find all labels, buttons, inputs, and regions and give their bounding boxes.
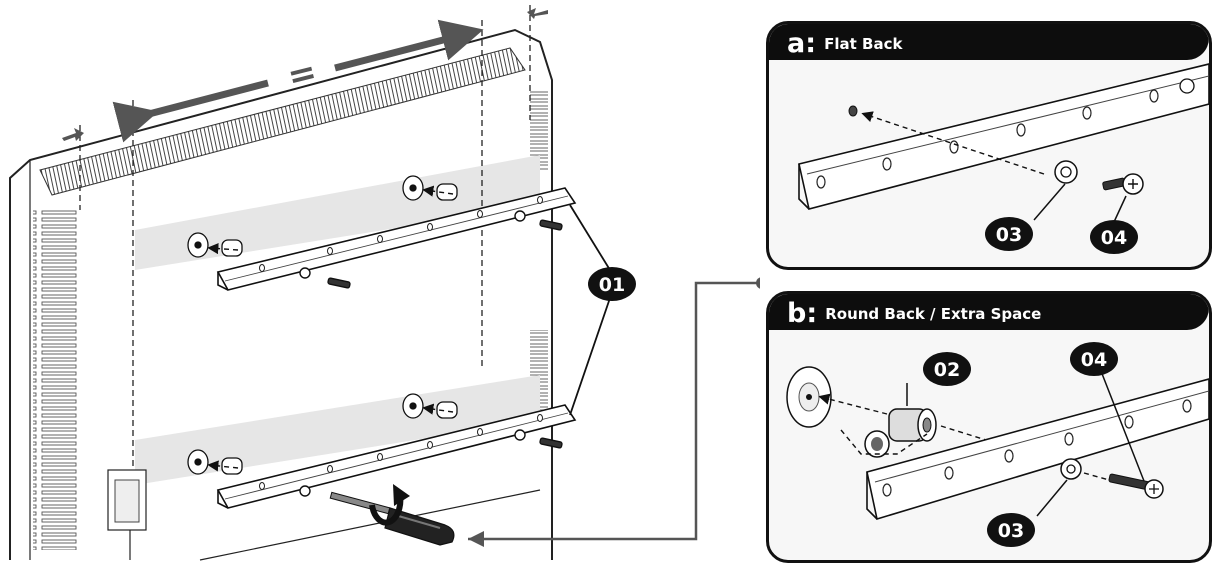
panel-b-letter: b: [787,298,818,329]
svg-text:03: 03 [996,224,1022,246]
panel-a-letter: a: [787,28,817,59]
flat-back-illustration: 03 04 [798,63,1209,254]
panel-flat-back: a: Flat Back [766,21,1212,270]
round-back-illustration: 02 04 03 [786,342,1209,547]
lower-mounting-rail [216,404,577,509]
svg-text:04: 04 [1101,227,1127,249]
washer-set [299,210,526,497]
panel-a-title: Flat Back [824,34,903,53]
rotate-arrow-icon [369,484,410,526]
svg-text:03: 03 [998,520,1024,542]
panel-round-back: b: Round Back / Extra Space [766,291,1212,563]
screw-04-a [1102,173,1144,195]
screw-04-b [1108,473,1164,499]
spacer-02 [888,408,937,442]
svg-text:01: 01 [599,274,625,296]
panel-b-title: Round Back / Extra Space [825,304,1042,323]
panel-b-header: b: Round Back / Extra Space [769,294,1209,330]
callout-01: 01 [588,267,636,301]
svg-text:02: 02 [934,359,960,381]
washer-03-b [1060,458,1082,480]
screw-set [327,219,563,449]
washer-03-a [1054,160,1078,184]
panel-a-header: a: Flat Back [769,24,1209,60]
callout-04-a: 04 [1090,220,1138,254]
spacer-set [221,183,458,475]
callout-04-b: 04 [1070,342,1118,376]
svg-text:04: 04 [1081,349,1107,371]
panel-connector [468,277,760,547]
upper-mounting-rail [216,187,577,291]
callout-02: 02 [923,352,971,386]
callout-03-b: 03 [987,513,1035,547]
tv-back-illustration: = [9,5,760,561]
callout-03-a: 03 [985,217,1033,251]
